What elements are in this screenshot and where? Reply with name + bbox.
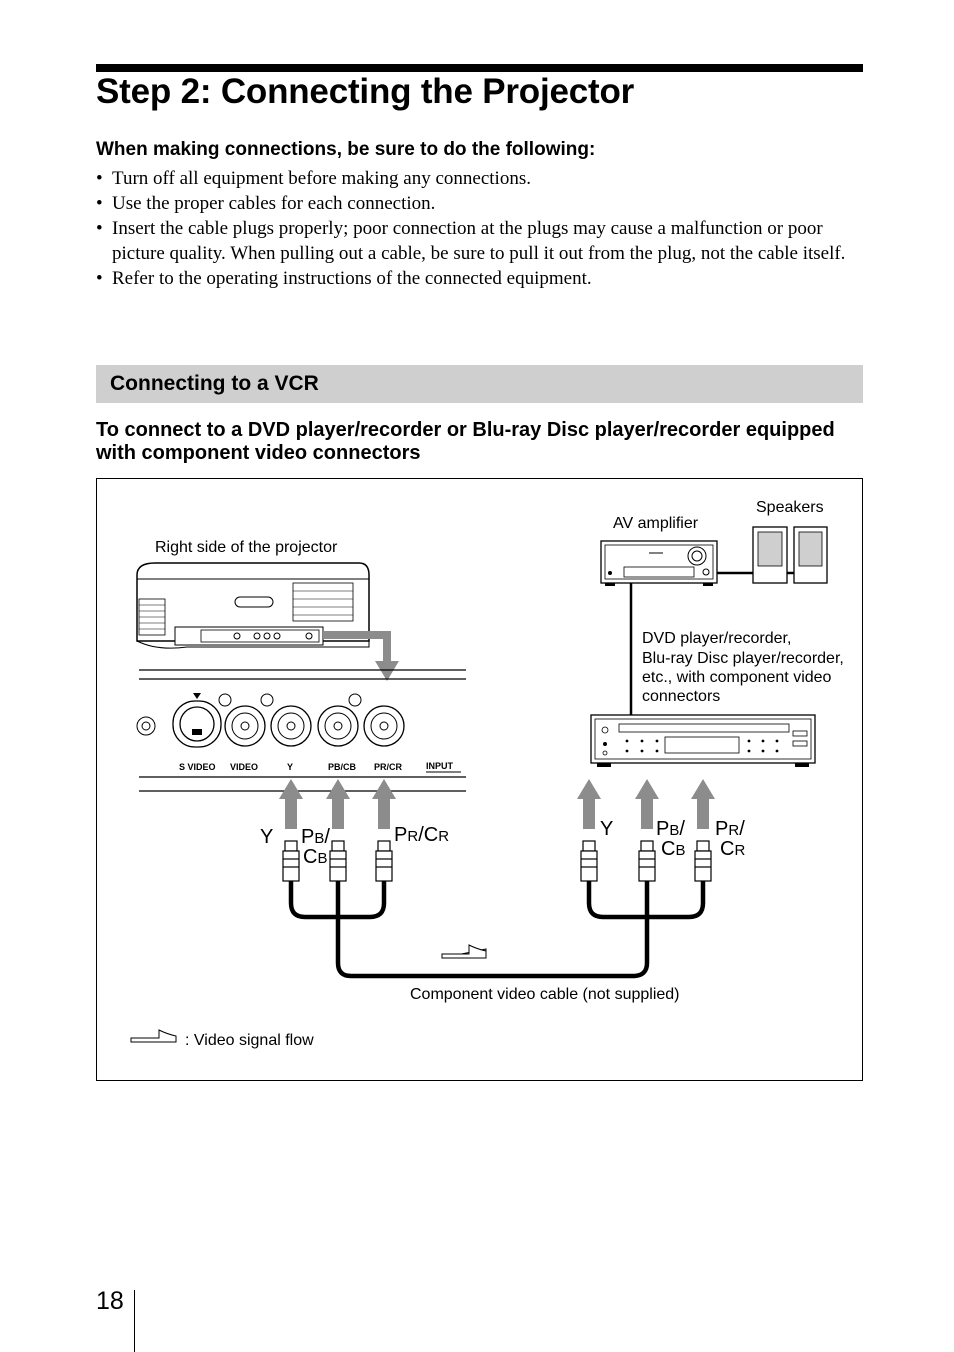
legend-text: : Video signal flow [185,1032,314,1049]
legend-arrow-icon [130,1029,177,1043]
dvd-plug-label-cr: CR [720,838,745,860]
video-jack-label: VIDEO [230,762,258,772]
list-item: Insert the cable plugs properly; poor co… [96,216,864,266]
page-number-rule [134,1290,135,1352]
s-video-jack-label: S VIDEO [179,762,216,772]
av-amplifier-label: AV amplifier [613,515,699,532]
projector-side-label: Right side of the projector [155,539,338,556]
section-title: Connecting to a VCR [110,372,319,395]
sub-heading: To connect to a DVD player/recorder or B… [96,419,835,464]
dvd-plug-label-pr: PR/ [715,818,745,840]
dvd-plug-label-pb: PB/ [656,818,685,840]
component-cable [288,881,706,979]
av-amplifier-illustration [600,540,718,586]
list-item: Use the proper cables for each connectio… [96,191,864,216]
cable-label: Component video cable (not supplied) [410,986,680,1003]
dvd-label-line: DVD player/recorder, [642,630,791,647]
input-label: INPUT [426,761,454,771]
projector-plugs [282,840,393,882]
dvd-plug-label-cb: CB [661,838,685,860]
diagram-svg: Right side of the projector AV amplifier… [130,499,844,1049]
plug-label-pb: PB/ [301,826,330,848]
dvd-plug-label-y: Y [600,818,613,840]
dvd-label-line: Blu-ray Disc player/recorder, [642,650,844,667]
pr-cr-jack-label: PR/CR [374,762,403,772]
dvd-label-line: etc., with component video [642,669,832,686]
dvd-flow-arrows [577,779,715,829]
flow-arrow-down [375,661,399,681]
input-panel: S VIDEO VIDEO Y PB/CB PR/CR INPUT [136,669,466,792]
plug-label-pr-cr: PR/CR [394,824,449,846]
dvd-label-line: connectors [642,688,720,705]
intro-heading: When making connections, be sure to do t… [96,139,596,160]
page-title: Step 2: Connecting the Projector [96,72,635,111]
projector-illustration [136,562,370,649]
pb-cb-jack-label: PB/CB [328,762,357,772]
list-item: Turn off all equipment before making any… [96,166,864,191]
projector-flow-arrows [279,779,396,829]
dvd-plugs [580,840,712,882]
plug-label-cb: CB [303,846,327,868]
dvd-player-illustration [590,714,816,767]
title-rule [96,64,863,72]
y-jack-label: Y [287,762,293,772]
page-number: 18 [96,1287,124,1315]
list-item: Refer to the operating instructions of t… [96,266,864,291]
instruction-list: Turn off all equipment before making any… [96,166,864,291]
speakers-illustration [752,526,828,584]
section-header: Connecting to a VCR [96,365,863,403]
connection-diagram: Right side of the projector AV amplifier… [96,478,863,1081]
speakers-label: Speakers [756,499,824,516]
plug-label-y: Y [260,826,273,848]
